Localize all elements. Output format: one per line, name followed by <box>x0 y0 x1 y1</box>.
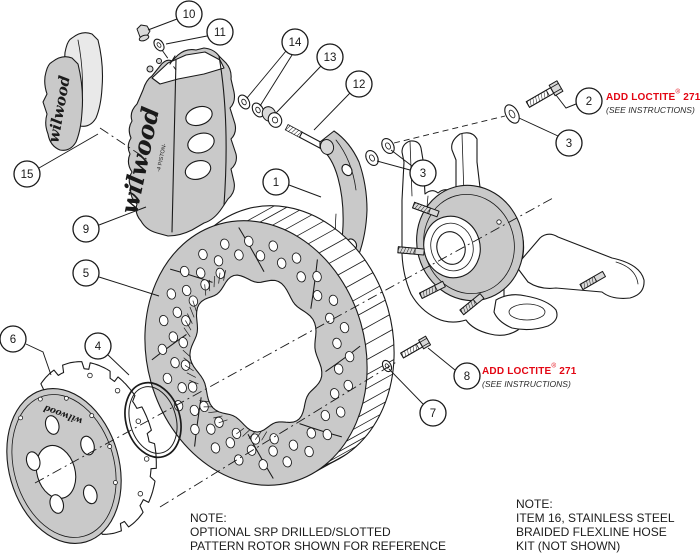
loctite-annotation-top: ADD LOCTITE® 271 (SEE INSTRUCTIONS) <box>606 88 700 115</box>
callout-circle-15 <box>13 160 41 188</box>
callout-number: 1 <box>273 177 279 189</box>
washer-3-left-b <box>381 137 395 155</box>
callout-circle-7 <box>419 399 447 427</box>
callout-circle-6 <box>0 325 27 353</box>
washer-14-b <box>251 102 265 118</box>
washer-3-right <box>504 104 520 124</box>
bracket-bolt-12-upper <box>284 124 324 150</box>
brake-caliper: wilwood -4 PISTON- <box>114 47 237 237</box>
callout-circle-2 <box>575 87 603 115</box>
leader-line <box>390 149 413 167</box>
callout-circle-13 <box>316 43 344 71</box>
callout-circle-8 <box>453 362 481 390</box>
rotor-center-hole <box>189 274 323 433</box>
wheel-hub <box>397 184 524 316</box>
callout-circle-1 <box>262 168 290 196</box>
loctite-subtext: (SEE INSTRUCTIONS) <box>606 105 695 115</box>
callout-number: 5 <box>83 268 89 280</box>
rotor-slots <box>151 227 361 479</box>
leader-line <box>147 18 178 31</box>
caliper-mount-bolt-2 <box>504 80 564 124</box>
callout-number: 14 <box>289 37 302 49</box>
rotor-hat: wilwood <box>6 361 157 544</box>
leader-line <box>288 184 322 198</box>
brake-pads: wilwood <box>42 32 104 151</box>
callout-number: 15 <box>21 169 34 181</box>
caliper-nut-10 <box>136 24 151 42</box>
leader-line <box>555 94 577 109</box>
leader-line <box>106 353 130 376</box>
callout-number: 9 <box>83 224 89 236</box>
bleed-screw <box>146 65 154 73</box>
callout-circle-9 <box>72 215 100 243</box>
washer-3-left-a <box>365 149 379 167</box>
callout-circle-12 <box>345 70 373 98</box>
bleed-screw <box>156 58 162 64</box>
leader-line <box>25 343 52 376</box>
washer-14-a <box>237 94 251 110</box>
callout-number: 11 <box>214 27 226 39</box>
loctite-annotation-bottom: ADD LOCTITE® 271 (SEE INSTRUCTIONS) <box>482 362 577 389</box>
note-right: NOTE: ITEM 16, STAINLESS STEEL BRAIDED F… <box>516 497 675 553</box>
callout-number: 4 <box>95 341 102 353</box>
callout-circle-11 <box>206 18 234 46</box>
leader-lines <box>25 18 577 405</box>
assembly-axis-dash <box>393 115 506 144</box>
callout-circle-3 <box>409 159 437 187</box>
callout-number: 2 <box>586 96 592 108</box>
callout-number: 6 <box>10 334 16 346</box>
rotor-drilled-holes <box>157 235 355 471</box>
callout-number: 10 <box>183 9 196 21</box>
note-left: NOTE: OPTIONAL SRP DRILLED/SLOTTED PATTE… <box>190 511 447 553</box>
leader-line <box>427 347 456 371</box>
brake-pad-front <box>42 56 84 151</box>
callout-circle-3 <box>555 129 583 157</box>
callout-balloons: 10 11 14 13 12 2 3 3 1 15 9 5 6 4 8 7 <box>0 0 603 427</box>
leader-line <box>275 65 322 114</box>
caliper-piston-label: -4 PISTON- <box>156 143 168 172</box>
callout-number: 12 <box>353 79 366 91</box>
leader-line <box>259 54 293 107</box>
leader-line <box>376 160 411 171</box>
callout-circle-4 <box>84 332 112 360</box>
leader-line <box>313 92 351 131</box>
loctite-text: ADD LOCTITE <box>482 366 552 377</box>
spacer-13 <box>261 106 283 128</box>
callout-circle-14 <box>281 28 309 56</box>
callout-number: 7 <box>430 408 436 420</box>
loctite-text: ADD LOCTITE <box>606 92 676 103</box>
leader-line <box>518 117 559 137</box>
brake-rotor <box>144 205 395 486</box>
loctite-subtext: (SEE INSTRUCTIONS) <box>482 379 571 389</box>
ball-joint-boss <box>493 294 558 331</box>
callout-number: 3 <box>420 168 426 180</box>
ball-joint-stud <box>579 270 606 291</box>
rotor-section-hatch <box>182 269 268 441</box>
leader-line <box>98 206 147 226</box>
callout-number: 3 <box>566 138 572 150</box>
leader-line <box>38 133 99 169</box>
assembly-centerlines <box>34 49 554 508</box>
callout-number: 8 <box>464 371 470 383</box>
leader-line <box>388 368 424 405</box>
caliper-washer-11 <box>153 38 165 52</box>
callout-circle-5 <box>72 259 100 287</box>
leader-line <box>165 35 208 45</box>
o-ring <box>124 381 182 459</box>
leader-line <box>98 276 160 297</box>
callout-circle-10 <box>175 0 203 28</box>
leader-line <box>246 50 287 99</box>
steering-arm <box>515 233 645 299</box>
callout-number: 13 <box>324 52 337 64</box>
